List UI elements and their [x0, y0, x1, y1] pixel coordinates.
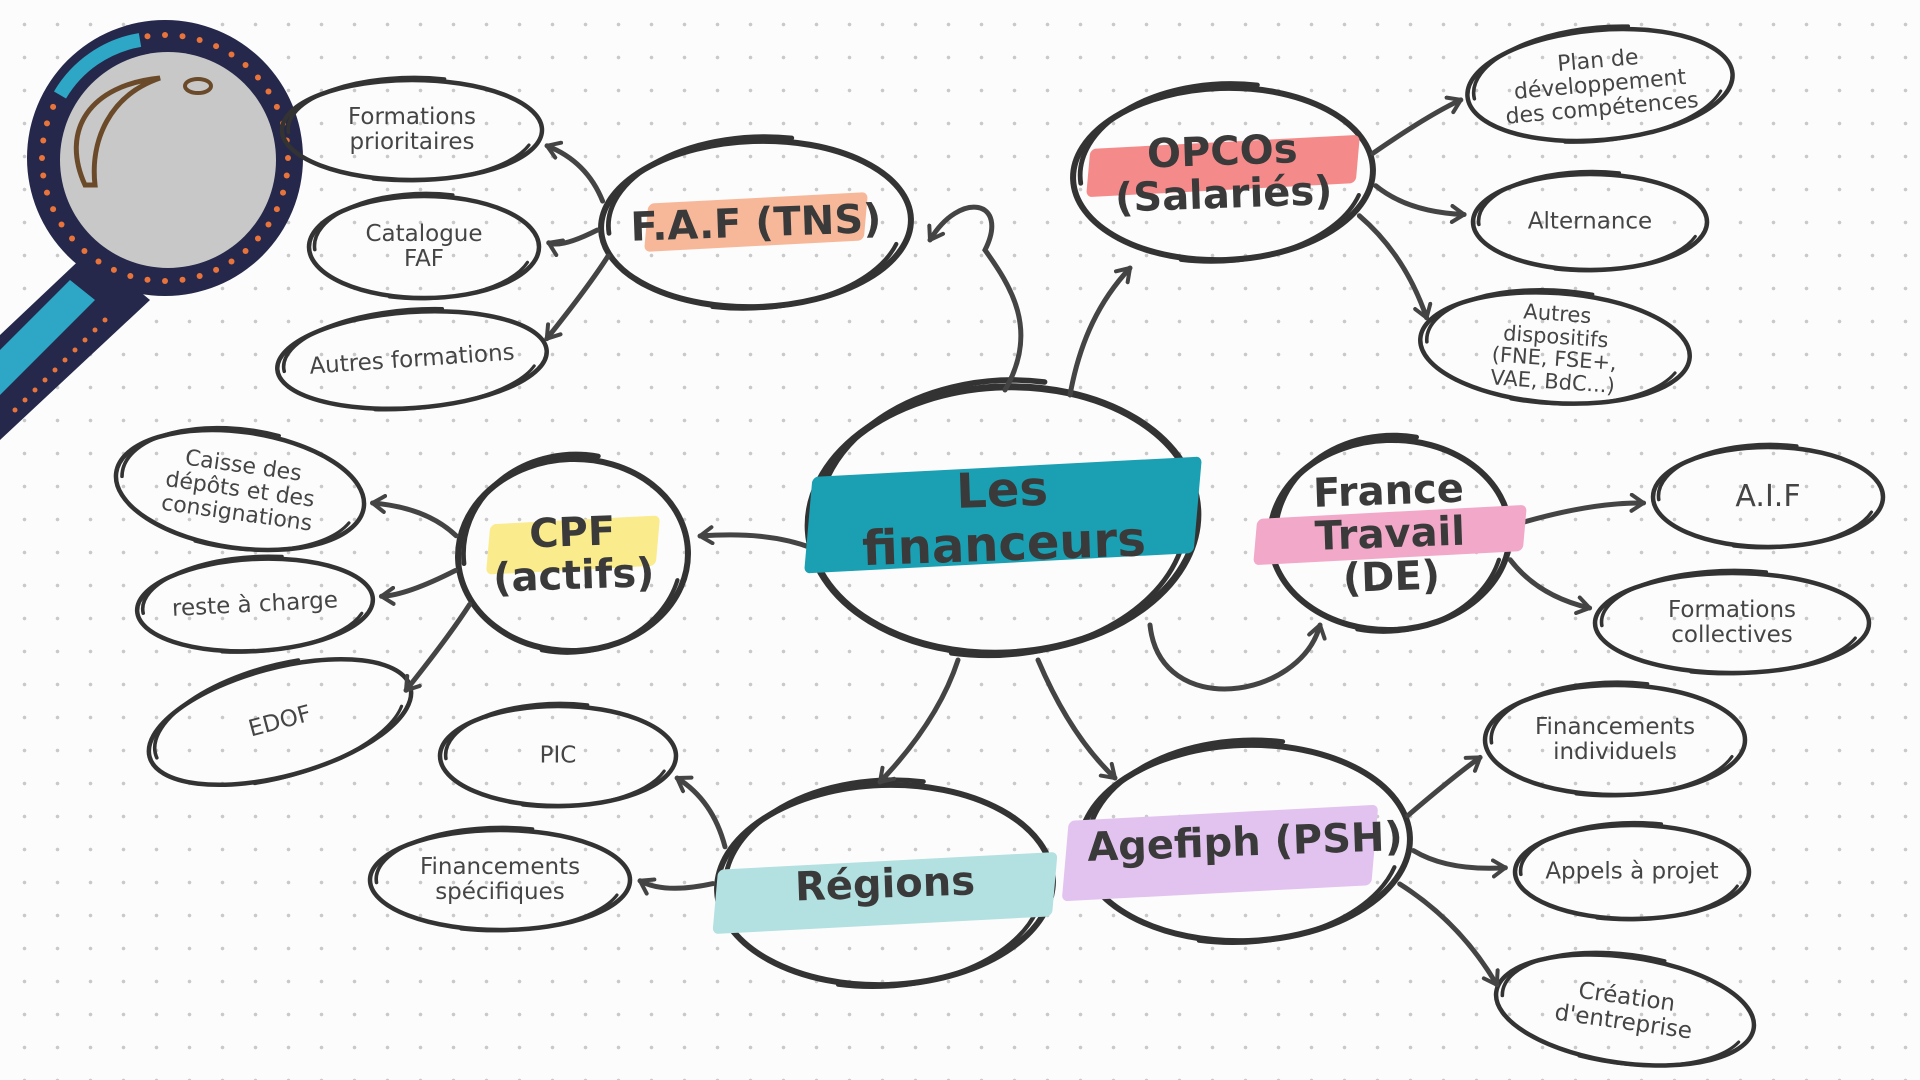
arrow-agefiph-to-leaf-0 [1405, 754, 1483, 819]
leaf-label-agefiph-1: Appels à projet [1545, 858, 1719, 885]
leaf-label-faf-1: Catalogue FAF [365, 221, 483, 272]
magnifying-glass-icon [0, 20, 303, 440]
arrow-cpf-to-leaf-1 [378, 568, 458, 606]
arrow-regions-to-leaf-1 [637, 877, 716, 896]
arrow-center-to-agefiph [1035, 657, 1118, 781]
leaf-faf-2 [275, 306, 549, 412]
node-cpf [455, 451, 691, 655]
label-francetravail: France Travail (DE) [1312, 465, 1466, 603]
label-opcos: OPCOs (Salariés) [1114, 126, 1334, 222]
node-opcos [1070, 81, 1376, 264]
arrow-francetravail-to-leaf-0 [1510, 492, 1647, 528]
leaf-agefiph-2 [1493, 950, 1757, 1068]
leaf-cpf-0 [113, 425, 367, 553]
label-regions: Régions [794, 858, 976, 911]
arrow-opcos-to-leaf-0 [1370, 95, 1464, 156]
arrow-center-to-opcos [1067, 265, 1133, 398]
label-cpf: CPF (actifs) [492, 508, 656, 602]
arrow-center-to-regions [877, 657, 961, 785]
leaf-francetravail-1 [1592, 568, 1872, 676]
leaf-label-opcos-1: Alternance [1527, 208, 1653, 235]
leaf-regions-1 [367, 825, 633, 933]
arrow-center-to-cpf [697, 525, 815, 551]
center-label: Les financeurs [861, 460, 1147, 577]
leaf-francetravail-0 [1650, 442, 1886, 550]
leaf-label-regions-0: PIC [539, 742, 577, 769]
arrow-faf-to-leaf-1 [546, 227, 600, 258]
leaf-label-francetravail-0: A.I.F [1735, 478, 1801, 514]
arrow-faf-to-leaf-2 [544, 253, 611, 342]
arrow-agefiph-to-leaf-2 [1397, 881, 1500, 988]
leaf-label-agefiph-0: Financements individuels [1534, 714, 1696, 765]
leaf-opcos-1 [1470, 169, 1710, 273]
arrow-agefiph-to-leaf-1 [1411, 848, 1508, 879]
leaf-cpf-1 [134, 554, 376, 654]
arrow-regions-to-leaf-0 [674, 775, 728, 850]
arrow-center-to-francetravail [1147, 622, 1327, 692]
leaf-agefiph-0 [1482, 680, 1748, 798]
leaf-faf-1 [306, 191, 542, 301]
leaf-label-francetravail-1: Formations collectives [1667, 597, 1797, 648]
arrow-faf-to-leaf-0 [544, 140, 606, 204]
leaf-agefiph-1 [1512, 820, 1752, 922]
arrow-cpf-to-leaf-2 [403, 602, 473, 693]
arrow-opcos-to-leaf-1 [1373, 183, 1467, 224]
arrow-cpf-to-leaf-0 [370, 494, 459, 539]
arrow-center-to-faf [927, 204, 1024, 393]
leaf-opcos-0 [1465, 24, 1735, 144]
leaf-regions-0 [437, 701, 679, 809]
leaf-label-faf-0: Formations prioritaires [347, 104, 477, 155]
arrow-francetravail-to-leaf-1 [1507, 557, 1593, 616]
leaf-label-regions-1: Financements spécifiques [419, 854, 581, 905]
arrow-opcos-to-leaf-2 [1356, 213, 1433, 321]
leaf-faf-0 [279, 75, 545, 183]
leaf-opcos-2 [1418, 288, 1692, 406]
leaf-label-opcos-2: Autres dispositifs (FNE, FSE+, VAE, BdC.… [1489, 299, 1618, 398]
node-faf [598, 134, 914, 311]
label-faf: F.A.F (TNS) [629, 196, 883, 251]
